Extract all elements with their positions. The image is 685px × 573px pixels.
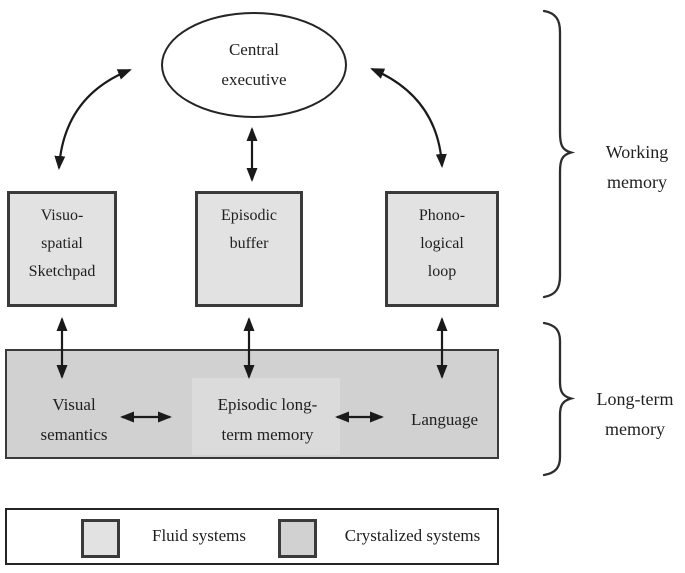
node-label-line: Language [410, 410, 479, 429]
visuo-spatial-sketchpad-node: Visuo- spatial Sketchpad [7, 191, 117, 307]
central-executive-label-line2: executive [221, 70, 287, 89]
arrow-ce-visuospatial [54, 68, 132, 170]
episodic-buffer-node: Episodic buffer [195, 191, 303, 307]
node-label-line: Episodic long- [217, 395, 318, 414]
central-executive-label-line1: Central [228, 40, 280, 59]
arrow-ce-phonological [370, 67, 447, 168]
working-memory-bracket-label: Working memory [582, 137, 685, 197]
working-memory-brace [542, 9, 576, 299]
central-executive-node: Central executive [161, 12, 347, 118]
node-label-line: Phono- [418, 207, 466, 224]
long-term-memory-bracket-label: Long-term memory [580, 384, 685, 444]
long-term-memory-brace [542, 321, 576, 477]
node-label-line: Visuo- [40, 207, 84, 224]
bracket-label-line: Long-term [596, 389, 674, 409]
node-label-line: buffer [229, 235, 269, 252]
node-label-line: logical [420, 235, 464, 252]
node-label-line: Episodic [221, 207, 277, 224]
bracket-label-line: Working [605, 142, 669, 162]
node-label-line: Visual [52, 395, 96, 414]
episodic-ltm-highlight [192, 378, 340, 455]
crystalized-systems-label: Crystalized systems [344, 526, 481, 545]
node-label-line: Sketchpad [28, 263, 96, 280]
language-label: Language [392, 405, 497, 435]
long-term-memory-box: Visual semantics Episodic long- term mem… [5, 349, 499, 459]
node-label-line: spatial [41, 235, 83, 252]
node-label-line: term memory [221, 425, 314, 444]
crystalized-systems-swatch [278, 519, 317, 558]
bracket-label-line: memory [605, 419, 665, 439]
legend: Fluid systems Crystalized systems [5, 508, 499, 565]
visual-semantics-label: Visual semantics [19, 390, 129, 450]
node-label-line: semantics [40, 425, 108, 444]
episodic-long-term-memory-label: Episodic long- term memory [190, 390, 345, 450]
bracket-label-line: memory [607, 172, 667, 192]
fluid-systems-swatch [81, 519, 120, 558]
phonological-loop-node: Phono- logical loop [385, 191, 499, 307]
fluid-systems-label: Fluid systems [152, 526, 246, 545]
node-label-line: loop [427, 263, 457, 280]
